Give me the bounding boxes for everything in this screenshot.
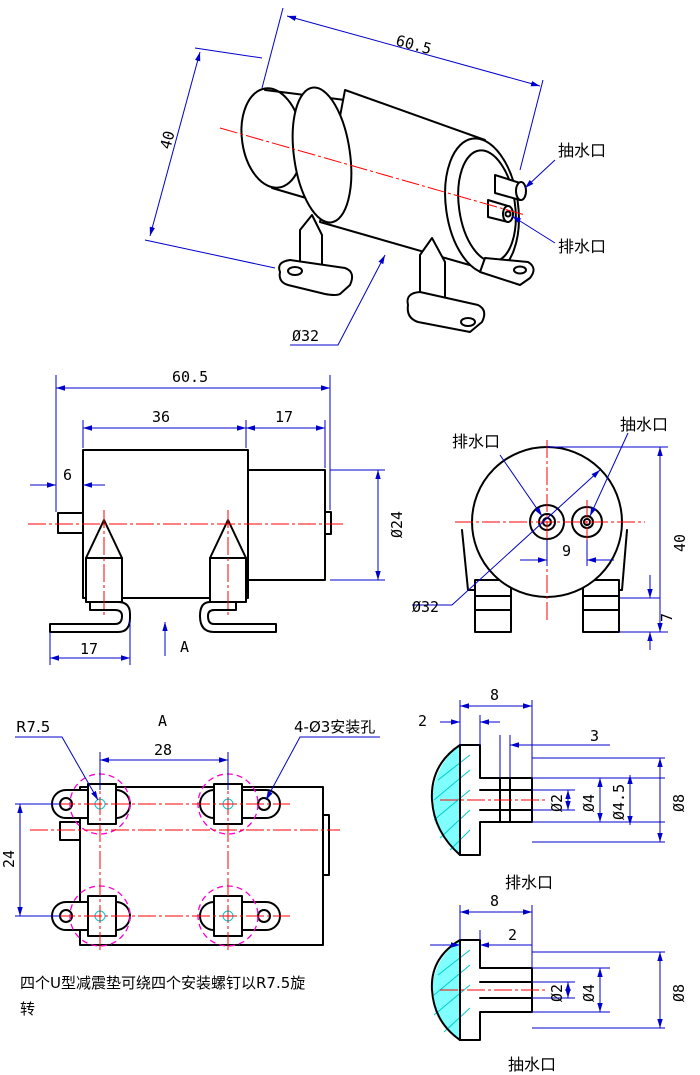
side-dim-diameter: Ø32 bbox=[412, 598, 439, 616]
drain-dim-step: 3 bbox=[590, 727, 599, 745]
drain-dim-d4: Ø4 bbox=[580, 794, 598, 812]
side-label-drain: 排水口 bbox=[452, 432, 500, 451]
bottom-dim-holes: 4-Ø3安装孔 bbox=[294, 718, 375, 736]
isometric-view bbox=[144, 7, 556, 346]
iso-dim-length: 60.5 bbox=[394, 31, 434, 58]
suction-dim-len: 8 bbox=[490, 892, 499, 910]
side-dim-foot: 7 bbox=[658, 613, 676, 622]
iso-dim-diameter: Ø32 bbox=[292, 327, 319, 345]
bottom-dim-radius: R7.5 bbox=[16, 718, 50, 736]
drain-dim-lip: 2 bbox=[418, 712, 427, 730]
drain-dim-len: 8 bbox=[490, 686, 499, 704]
bottom-dim-spacing: 28 bbox=[154, 741, 172, 759]
drain-detail-title: 排水口 bbox=[505, 873, 553, 892]
iso-dim-height: 40 bbox=[156, 129, 178, 151]
drain-dim-d2: Ø2 bbox=[548, 794, 566, 812]
drain-dim-d8: Ø8 bbox=[670, 794, 688, 812]
bottom-view bbox=[15, 736, 380, 950]
iso-label-suction: 抽水口 bbox=[558, 141, 606, 160]
side-dim-spacing: 9 bbox=[562, 542, 571, 560]
front-dim-cap-dia: Ø24 bbox=[388, 511, 406, 538]
front-dim-total: 60.5 bbox=[172, 368, 208, 386]
side-view bbox=[412, 432, 668, 650]
front-view bbox=[28, 375, 385, 665]
suction-port-detail bbox=[430, 905, 665, 1041]
suction-dim-d4: Ø4 bbox=[580, 984, 598, 1002]
suction-dim-lip: 2 bbox=[508, 926, 517, 944]
drain-port-detail bbox=[430, 700, 665, 856]
bottom-note-line2: 转 bbox=[20, 1000, 35, 1018]
bottom-dim-width: 24 bbox=[0, 850, 18, 868]
suction-detail-title: 抽水口 bbox=[508, 1055, 556, 1074]
drain-dim-d45: Ø4.5 bbox=[610, 784, 628, 820]
front-dim-body: 36 bbox=[152, 408, 170, 426]
bottom-view-title: A bbox=[158, 712, 167, 730]
front-dim-cap: 17 bbox=[275, 408, 293, 426]
front-dim-offset: 6 bbox=[63, 466, 72, 484]
suction-dim-d8: Ø8 bbox=[670, 984, 688, 1002]
side-dim-height: 40 bbox=[671, 534, 689, 552]
side-label-suction: 抽水口 bbox=[620, 415, 668, 434]
iso-label-drain: 排水口 bbox=[558, 237, 606, 256]
front-dim-foot: 17 bbox=[80, 640, 98, 658]
suction-dim-d2: Ø2 bbox=[548, 984, 566, 1002]
bottom-note-line1: 四个U型减震垫可绕四个安装螺钉以R7.5旋 bbox=[20, 974, 305, 992]
front-view-arrow-label: A bbox=[180, 638, 189, 656]
